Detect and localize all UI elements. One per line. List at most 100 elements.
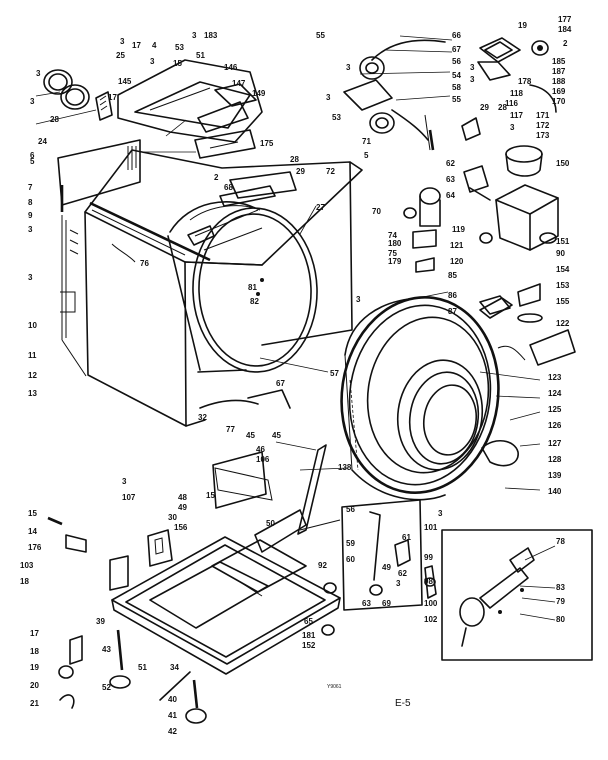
callout: 116 — [505, 99, 518, 108]
callout: 87 — [448, 307, 457, 316]
callout: 123 — [548, 373, 562, 382]
callout: 118 — [510, 89, 523, 98]
callout: 52 — [102, 683, 111, 692]
callout: 81 — [248, 283, 257, 292]
callout: 14 — [28, 527, 37, 536]
callout: 3 — [36, 69, 41, 78]
callout: 27 — [316, 203, 325, 212]
callout: 28 — [290, 155, 299, 164]
callout: 61 — [402, 533, 411, 542]
callout: 139 — [548, 471, 562, 480]
callout: 103 — [20, 561, 34, 570]
callout: 152 — [302, 641, 316, 650]
callout: 154 — [556, 265, 570, 274]
callout: 74 — [388, 231, 397, 240]
callout: 7 — [28, 183, 33, 192]
callout: 124 — [548, 389, 562, 398]
callout: 5 — [364, 151, 369, 160]
callout: 49 — [382, 563, 391, 572]
callout: 6 — [30, 151, 35, 160]
top-console — [117, 59, 263, 159]
leader-lines — [35, 35, 556, 621]
blower-assembly — [343, 39, 446, 151]
reference-code: Y9061 — [327, 684, 342, 690]
callout: 32 — [198, 413, 207, 422]
callout: 80 — [556, 615, 565, 624]
callout: 19 — [518, 21, 527, 30]
callout: 83 — [556, 583, 565, 592]
callout-labels: 3 183 3 17 4 53 51 25 3 15 146 147 149 1… — [20, 15, 572, 736]
callout: 40 — [168, 695, 177, 704]
callout: 107 — [122, 493, 136, 502]
callout: 59 — [346, 539, 355, 548]
callout: 56 — [452, 57, 461, 66]
callout: 185 — [552, 57, 566, 66]
callout: 11 — [28, 351, 37, 360]
callout: 187 — [552, 67, 566, 76]
switch-bracket — [341, 499, 437, 611]
callout: 102 — [424, 615, 438, 624]
callout: 140 — [548, 487, 562, 496]
callout: 180 — [388, 239, 402, 248]
callout: 128 — [548, 455, 562, 464]
callout: 181 — [302, 631, 316, 640]
callout: 28 — [498, 103, 507, 112]
callout: 176 — [28, 543, 42, 552]
callout: 10 — [28, 321, 37, 330]
callout: 8 — [28, 198, 33, 207]
callout: 120 — [450, 257, 464, 266]
callout: 67 — [276, 379, 285, 388]
callout: 138 — [338, 463, 352, 472]
callout: 39 — [96, 617, 105, 626]
callout: 62 — [398, 569, 407, 578]
cabinet — [57, 139, 363, 427]
callout: 127 — [548, 439, 562, 448]
callout: 175 — [260, 139, 274, 148]
callout: 3 — [192, 31, 197, 40]
callout: 48 — [178, 493, 187, 502]
callout: 3 — [438, 509, 443, 518]
callout: 45 — [246, 431, 255, 440]
callout: 76 — [140, 259, 149, 268]
callout: 29 — [296, 167, 305, 176]
callout: 156 — [174, 523, 188, 532]
callout: 153 — [556, 281, 570, 290]
callout: 29 — [480, 103, 489, 112]
callout: 98 — [424, 577, 433, 586]
callout: 3 — [30, 97, 35, 106]
callout: 53 — [332, 113, 341, 122]
callout: 43 — [102, 645, 111, 654]
callout: 55 — [452, 95, 461, 104]
callout: 51 — [196, 51, 205, 60]
callout: 15 — [206, 491, 215, 500]
callout: 150 — [556, 159, 570, 168]
callout: 3 — [150, 57, 155, 66]
callout: 54 — [452, 71, 461, 80]
callout: 30 — [168, 513, 177, 522]
callout: 82 — [250, 297, 259, 306]
front-bulkhead — [340, 296, 519, 501]
inset-detail — [441, 529, 593, 661]
callout: 106 — [256, 455, 270, 464]
callout: 42 — [168, 727, 177, 736]
callout: 145 — [118, 77, 132, 86]
callout: 71 — [362, 137, 371, 146]
callout: 41 — [168, 711, 177, 720]
callout: 3 — [346, 63, 351, 72]
callout: 3 — [356, 295, 361, 304]
callout: 53 — [175, 43, 184, 52]
callout: 55 — [316, 31, 325, 40]
callout: 179 — [388, 257, 402, 266]
callout: 65 — [304, 617, 313, 626]
callout: 34 — [170, 663, 179, 672]
callout: 85 — [448, 271, 457, 280]
callout: 149 — [252, 89, 266, 98]
callout: 3 — [326, 93, 331, 102]
callout: 147 — [232, 79, 246, 88]
callout: 100 — [424, 599, 438, 608]
callout: 3 — [28, 273, 33, 282]
callout: 72 — [326, 167, 335, 176]
callout: 67 — [452, 45, 461, 54]
callout: 63 — [362, 599, 371, 608]
callout: 66 — [452, 31, 461, 40]
